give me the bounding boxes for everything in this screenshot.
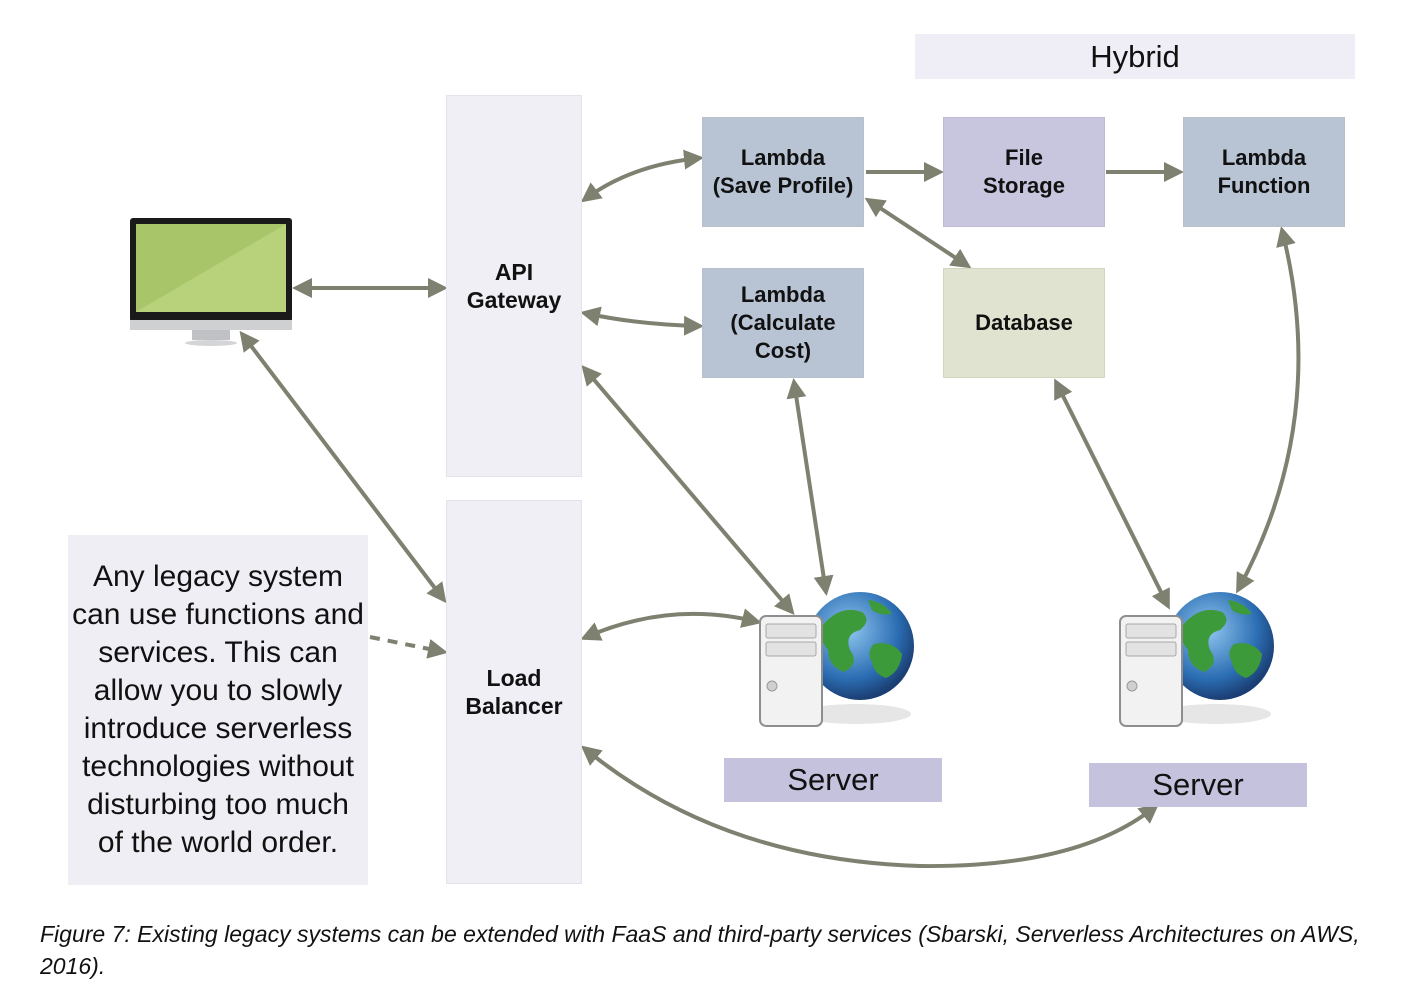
arrow-lambda-server2 [1236, 226, 1301, 594]
lambda-calculate-cost-label: Lambda (Calculate Cost) [730, 282, 836, 363]
server-globe-icon [759, 592, 914, 727]
server-label-2: Server [1089, 763, 1307, 807]
monitor-icon [130, 218, 292, 346]
database-label: Database [975, 310, 1073, 335]
file-storage: File Storage [943, 117, 1105, 227]
figure-caption: Figure 7: Existing legacy systems can be… [40, 921, 1360, 979]
hybrid-label-text: Hybrid [1090, 38, 1180, 74]
lambda-calculate-cost: Lambda (Calculate Cost) [702, 268, 864, 378]
hybrid-label: Hybrid [915, 34, 1355, 79]
lambda-function-label: Lambda Function [1217, 145, 1311, 198]
api-gateway-label: API Gateway [466, 259, 562, 313]
load-balancer: Load Balancer [446, 500, 582, 884]
arrow-api-calc-cost [580, 306, 704, 336]
file-storage-label: File Storage [983, 145, 1065, 198]
lambda-function: Lambda Function [1183, 117, 1345, 227]
legacy-system-note-text: Any legacy system can use functions and … [72, 560, 364, 859]
server-label-2-text: Server [1152, 767, 1244, 802]
arrow-save-database [864, 197, 972, 269]
server-globe-icon [1119, 592, 1274, 727]
load-balancer-label: Load Balancer [465, 665, 563, 719]
database: Database [943, 268, 1105, 378]
arrow-lb-server1 [580, 608, 762, 641]
lambda-save-profile-label: Lambda (Save Profile) [712, 145, 854, 198]
server-label-1: Server [724, 758, 942, 802]
api-gateway: API Gateway [446, 95, 582, 477]
arrow-api-server1 [581, 364, 795, 616]
arrow-api-save-profile [580, 149, 704, 203]
lambda-save-profile: Lambda (Save Profile) [702, 117, 864, 227]
arrow-monitor-lb [239, 330, 447, 604]
legacy-system-note: Any legacy system can use functions and … [68, 535, 368, 885]
server-label-1-text: Server [787, 762, 879, 797]
arrow-lb-server2 [580, 745, 1160, 869]
arrow-note-lb-dashed [369, 635, 448, 659]
arrow-calc-server1 [786, 378, 834, 596]
arrow-database-server2 [1054, 378, 1170, 610]
